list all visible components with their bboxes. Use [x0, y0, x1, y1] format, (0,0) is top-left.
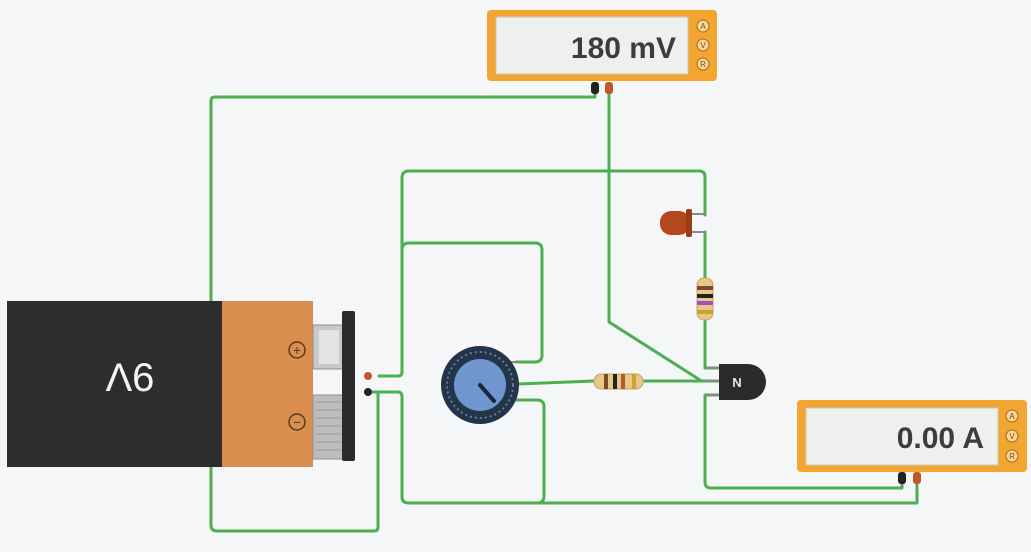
ammeter-mode-r[interactable]: R — [1005, 449, 1019, 463]
wire-voltmeter-negative[interactable] — [209, 90, 597, 533]
svg-text:R: R — [700, 60, 706, 69]
voltmeter-positive-probe[interactable] — [605, 82, 613, 94]
battery-label: 9V — [105, 354, 154, 398]
svg-text:V: V — [700, 41, 706, 50]
battery-negative-lead[interactable] — [364, 388, 372, 396]
ammeter-mode-a[interactable]: A — [1005, 409, 1019, 423]
minus-symbol: − — [293, 414, 301, 430]
battery-label-band — [222, 301, 313, 467]
minus-terminal-marker — [288, 413, 306, 431]
plus-symbol: + — [293, 342, 301, 358]
ammeter-negative-probe[interactable] — [898, 472, 906, 484]
wire-battery-negative-to-ammeter[interactable] — [377, 390, 919, 505]
transistor-body — [719, 364, 766, 400]
potentiometer[interactable] — [441, 346, 520, 424]
wire-emitter-to-ammeter[interactable] — [703, 393, 904, 490]
voltmeter-mode-r[interactable]: R — [696, 57, 710, 71]
battery-positive-lead[interactable] — [364, 372, 372, 380]
wire-voltmeter-positive[interactable] — [607, 90, 702, 382]
battery-clip — [342, 311, 355, 461]
svg-text:A: A — [1009, 412, 1015, 421]
svg-text:A: A — [700, 22, 706, 31]
voltmeter[interactable]: 180 mV A V R — [487, 10, 717, 94]
wire-battery-positive[interactable] — [377, 169, 707, 378]
svg-text:R: R — [1009, 452, 1015, 461]
wire-pot-to-base-resistor[interactable] — [516, 379, 596, 386]
pot-knob-pointer — [478, 383, 496, 403]
ammeter-positive-probe[interactable] — [913, 472, 921, 484]
voltmeter-display — [495, 16, 689, 75]
base-resistor[interactable] — [593, 373, 644, 390]
collector-resistor[interactable] — [696, 277, 714, 321]
ammeter-display — [805, 407, 999, 466]
ammeter-reading: 0.00 A — [897, 422, 984, 455]
transistor-label: N — [732, 375, 741, 390]
ammeter[interactable]: 0.00 A A V R — [797, 400, 1027, 484]
wires — [209, 90, 919, 533]
led-body — [660, 211, 690, 235]
wire-pot-input[interactable] — [400, 241, 544, 364]
svg-text:V: V — [1009, 432, 1015, 441]
plus-terminal-marker — [288, 341, 306, 359]
led-rim — [686, 209, 692, 237]
voltmeter-reading: 180 mV — [571, 32, 676, 65]
battery-snap-negative — [312, 394, 346, 460]
voltmeter-negative-probe[interactable] — [591, 82, 599, 94]
pot-scale — [446, 351, 514, 419]
voltmeter-mode-v[interactable]: V — [696, 38, 710, 52]
battery-9v[interactable]: 9V + − — [7, 301, 372, 467]
battery-body — [7, 301, 223, 467]
led[interactable] — [660, 209, 706, 237]
wire-pot-ground[interactable] — [514, 398, 546, 505]
npn-transistor[interactable]: N — [706, 364, 766, 400]
ammeter-mode-v[interactable]: V — [1005, 429, 1019, 443]
wire-resistor-to-collector[interactable] — [703, 316, 720, 370]
battery-snap-positive — [312, 324, 346, 370]
voltmeter-mode-a[interactable]: A — [696, 19, 710, 33]
